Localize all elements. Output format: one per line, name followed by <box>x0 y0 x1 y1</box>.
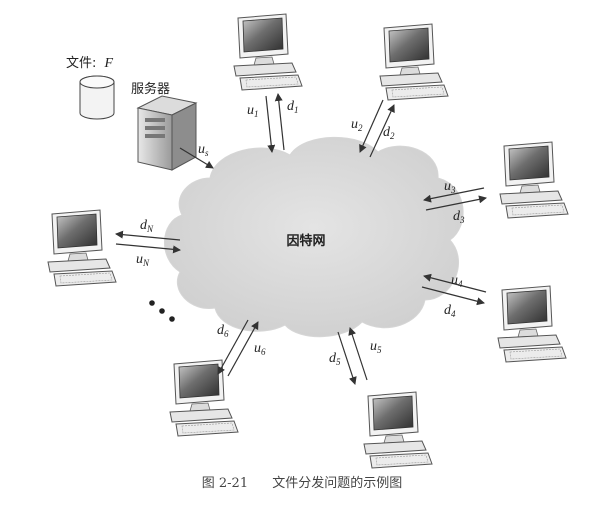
peer-1-down-arrow <box>274 93 285 151</box>
peer-1-up-label: u1 <box>247 103 259 119</box>
peer-N-up-label: uN <box>136 252 150 268</box>
peer-6-computer <box>169 359 239 437</box>
peer-2-down-arrow <box>369 104 395 158</box>
peer-4-up-arrow <box>423 273 487 293</box>
peer-1-up-arrow <box>265 95 276 153</box>
peer-3-down-label: d3 <box>453 209 465 225</box>
peer-5-up-label: u5 <box>370 339 382 355</box>
peer-5-down-arrow <box>337 331 357 385</box>
peer-6-up-arrow <box>227 321 259 377</box>
peer-4-computer <box>497 285 567 363</box>
server-label: 服务器 <box>131 81 170 97</box>
peer-4-up-label: u4 <box>451 273 463 289</box>
peer-2-up-arrow <box>359 99 384 153</box>
peer-5-up-arrow <box>348 327 368 381</box>
peer-3-computer <box>499 141 569 219</box>
peer-1-down-label: d1 <box>287 99 299 115</box>
peer-4-down-label: d4 <box>444 303 456 319</box>
peer-1-computer <box>233 13 303 91</box>
server-uplink-arrow <box>179 147 214 169</box>
cloud-label: 因特网 <box>286 233 325 249</box>
peer-5-down-label: d5 <box>329 351 341 367</box>
file-icon <box>79 75 115 120</box>
peer-N-up-arrow <box>115 243 181 254</box>
figure-caption: 图 2-21 文件分发问题的示例图 <box>202 475 403 491</box>
peer-N-down-label: dN <box>140 218 154 234</box>
caption-number: 图 2-21 <box>202 476 248 491</box>
peer-N-down-arrow <box>115 230 181 241</box>
peer-6-up-label: u6 <box>254 341 266 357</box>
peer-5-computer <box>363 391 433 469</box>
peer-3-down-arrow <box>425 195 487 211</box>
file-variable: F <box>104 56 114 71</box>
peer-3-up-arrow <box>423 187 485 203</box>
peer-6-down-label: d6 <box>217 323 229 339</box>
peer-2-up-label: u2 <box>351 117 363 133</box>
peer-4-down-arrow <box>421 286 485 306</box>
server-uplink-label: us <box>198 142 209 158</box>
caption-text: 文件分发问题的示例图 <box>272 475 402 491</box>
file-label: 文件: F <box>66 56 114 71</box>
peer-2-down-label: d2 <box>383 125 395 141</box>
internet-cloud: 因特网 <box>164 136 464 338</box>
peer-2-computer <box>379 23 449 101</box>
file-label-text: 文件: <box>66 56 96 71</box>
more-peers-ellipsis <box>149 300 175 322</box>
peer-N-computer <box>47 209 117 287</box>
peer-3-up-label: u3 <box>444 179 456 195</box>
server-icon <box>136 95 198 171</box>
peer-6-down-arrow <box>217 319 249 375</box>
